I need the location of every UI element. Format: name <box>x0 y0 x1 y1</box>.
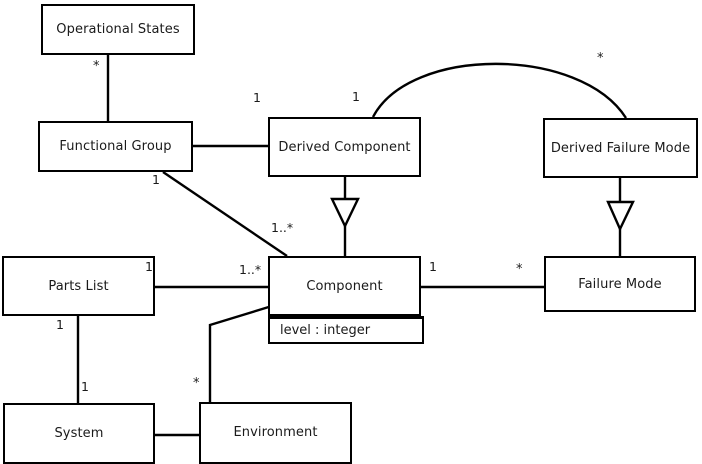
multiplicity-opstates-functionalgroup: * <box>93 59 100 74</box>
class-box-functional-group[interactable]: Functional Group <box>38 121 193 172</box>
multiplicity-functionalgroup-derivedcomponent: 1 <box>253 90 261 105</box>
multiplicity-component-failuremode-near: 1 <box>429 259 437 274</box>
multiplicity-derivedcomponent-arc-far: * <box>597 51 604 66</box>
class-name-derived-component: Derived Component <box>278 139 411 155</box>
generalization-triangle-failure-mode <box>606 200 635 232</box>
multiplicity-partslist-component-far: 1..* <box>239 262 262 277</box>
edge-environment-component <box>208 304 273 402</box>
class-box-derived-failure-mode[interactable]: Derived Failure Mode <box>543 118 698 178</box>
edge-functionalgroup-component <box>162 171 288 257</box>
generalization-triangle-component <box>330 197 360 229</box>
class-box-derived-component[interactable]: Derived Component <box>268 117 421 177</box>
class-box-operational-states[interactable]: Operational States <box>41 4 195 55</box>
class-attributes-component: level : integer <box>268 316 424 344</box>
multiplicity-partslist-system-bottom: 1 <box>81 379 89 394</box>
edge-derivedcomponent-derivedfailuremode <box>371 62 628 119</box>
class-box-system[interactable]: System <box>3 403 155 464</box>
class-name-operational-states: Operational States <box>56 22 180 37</box>
multiplicity-environment-component: * <box>193 376 200 391</box>
class-name-derived-failure-mode: Derived Failure Mode <box>550 140 691 156</box>
class-box-environment[interactable]: Environment <box>199 402 352 464</box>
class-name-failure-mode: Failure Mode <box>578 276 662 292</box>
class-name-system: System <box>54 425 104 441</box>
multiplicity-component-failuremode-far: * <box>516 262 523 277</box>
class-name-functional-group: Functional Group <box>59 139 172 154</box>
class-box-parts-list[interactable]: Parts List <box>2 256 155 316</box>
class-name-parts-list: Parts List <box>48 278 109 294</box>
multiplicity-partslist-component-near: 1 <box>145 259 153 274</box>
multiplicity-functionalgroup-component-near: 1 <box>152 172 160 187</box>
class-box-failure-mode[interactable]: Failure Mode <box>544 256 696 312</box>
multiplicity-derivedcomponent-arc-near: 1 <box>352 89 360 104</box>
attribute-level: level : integer <box>280 323 371 338</box>
class-name-component: Component <box>306 278 383 294</box>
class-box-component[interactable]: Component <box>268 256 421 316</box>
multiplicity-functionalgroup-component-far: 1..* <box>271 220 294 235</box>
multiplicity-partslist-system-top: 1 <box>56 317 64 332</box>
class-name-environment: Environment <box>233 424 318 440</box>
